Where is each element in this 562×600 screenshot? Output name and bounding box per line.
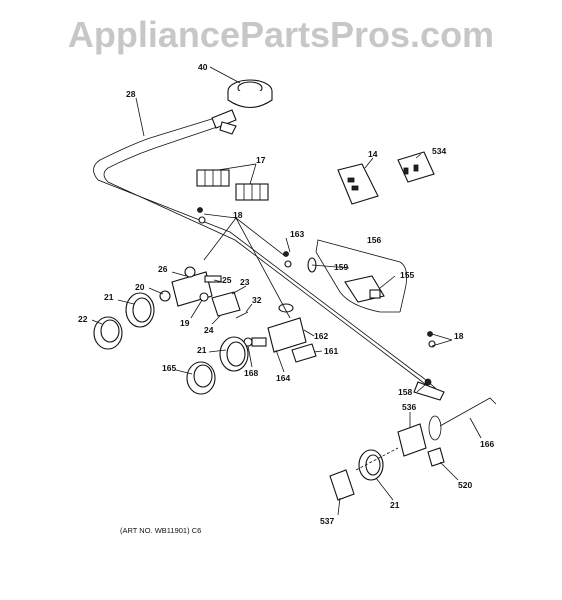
callout-158: 158 bbox=[398, 387, 412, 397]
callout-168: 168 bbox=[244, 368, 258, 378]
valve-center bbox=[243, 303, 307, 353]
callout-22: 22 bbox=[78, 314, 88, 324]
thermostat bbox=[397, 397, 497, 467]
callout-23: 23 bbox=[240, 277, 250, 287]
callout-25: 25 bbox=[222, 275, 232, 285]
callout-24: 24 bbox=[204, 325, 214, 335]
pressure-regulator bbox=[211, 79, 273, 135]
igniter-wire-assembly bbox=[307, 239, 408, 313]
callout-537: 537 bbox=[320, 516, 334, 526]
spark-module bbox=[337, 163, 379, 205]
knob-center bbox=[186, 336, 249, 395]
callout-19: 19 bbox=[180, 318, 190, 328]
manifold-pipe bbox=[93, 117, 445, 401]
callout-20: 20 bbox=[135, 282, 145, 292]
callout-17: 17 bbox=[256, 155, 266, 165]
callout-28: 28 bbox=[126, 89, 136, 99]
callout-14: 14 bbox=[368, 149, 378, 159]
callout-163: 163 bbox=[290, 229, 304, 239]
callout-164: 164 bbox=[276, 373, 290, 383]
screws-18-top bbox=[197, 207, 292, 268]
callout-536: 536 bbox=[402, 402, 416, 412]
callout-18-upper: 18 bbox=[233, 210, 243, 220]
knob-left bbox=[93, 292, 155, 350]
leader-lines bbox=[91, 66, 482, 516]
callout-520: 520 bbox=[458, 480, 472, 490]
terminal-blocks bbox=[196, 169, 269, 201]
knob-right bbox=[329, 447, 399, 501]
callout-155: 155 bbox=[400, 270, 414, 280]
callout-156: 156 bbox=[367, 235, 381, 245]
callout-166: 166 bbox=[480, 439, 494, 449]
callout-165: 165 bbox=[162, 363, 176, 373]
callout-18-right: 18 bbox=[454, 331, 464, 341]
art-number: (ART NO. WB11901) C6 bbox=[120, 526, 201, 535]
callout-21-center: 21 bbox=[197, 345, 207, 355]
valve-left bbox=[159, 266, 222, 307]
callout-40: 40 bbox=[198, 62, 208, 72]
callout-534: 534 bbox=[432, 146, 446, 156]
callout-162: 162 bbox=[314, 331, 328, 341]
valve-switch bbox=[291, 343, 317, 363]
screws-18-right bbox=[424, 331, 436, 386]
callout-32: 32 bbox=[252, 295, 262, 305]
callout-labels: 40 28 17 14 534 18 163 156 159 155 26 25… bbox=[78, 62, 494, 535]
callout-21-right: 21 bbox=[390, 500, 400, 510]
callout-159: 159 bbox=[334, 262, 348, 272]
switch-block bbox=[397, 151, 435, 183]
watermark-text: AppliancePartsPros.com bbox=[67, 14, 495, 55]
solenoid bbox=[199, 291, 249, 319]
callout-161: 161 bbox=[324, 346, 338, 356]
callout-26: 26 bbox=[158, 264, 168, 274]
callout-21-left: 21 bbox=[104, 292, 114, 302]
